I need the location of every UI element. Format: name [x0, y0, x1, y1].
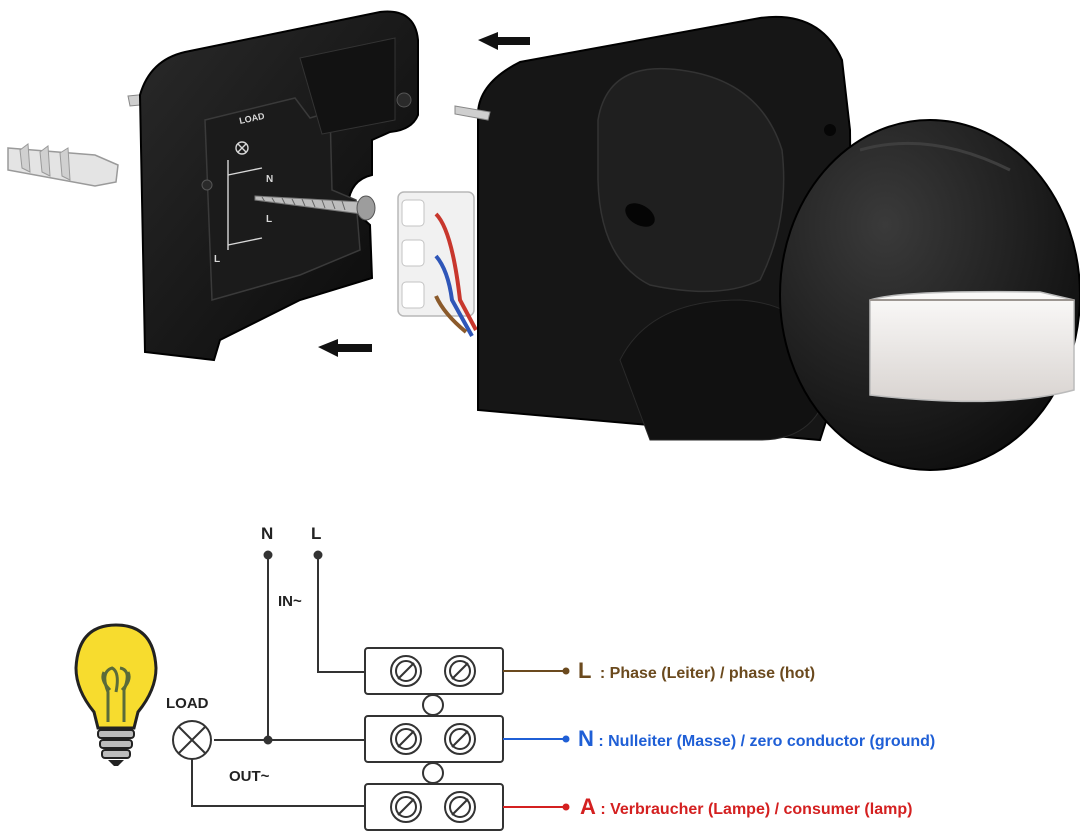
input-live-label: L — [311, 524, 321, 543]
legend-code: L — [578, 658, 591, 683]
exploded-product-view: LOAD N L L — [7, 10, 1080, 471]
arrow-left-icon — [478, 32, 530, 50]
legend-item-phase: L : Phase (Leiter) / phase (hot) — [578, 658, 815, 683]
sensor-housing — [454, 16, 854, 442]
svg-text:L: L — [214, 254, 220, 265]
output-label: OUT~ — [229, 768, 270, 785]
mounting-screw — [254, 195, 376, 221]
live-input-wire — [317, 555, 365, 673]
svg-text:L: L — [266, 214, 272, 225]
screw-terminal-icon — [444, 791, 476, 823]
arrow-left-icon — [318, 339, 372, 357]
mounting-plate: LOAD N L L — [138, 10, 419, 362]
legend-connectors — [503, 667, 570, 811]
wall-plug — [7, 143, 119, 187]
svg-text:N: N — [266, 174, 273, 185]
screw-terminal-icon — [390, 791, 422, 823]
legend-text: : Phase (Leiter) / phase (hot) — [600, 665, 815, 682]
terminal-block-diagram — [364, 647, 504, 831]
input-label: IN~ — [278, 593, 302, 610]
legend-text: : Verbraucher (Lampe) / consumer (lamp) — [600, 801, 912, 818]
screw-terminal-icon — [390, 723, 422, 755]
sensor-dome — [779, 119, 1080, 471]
input-neutral-label: N — [261, 524, 273, 543]
legend-code: A — [580, 794, 596, 819]
screw-terminal-icon — [390, 655, 422, 687]
screw-terminal-icon — [444, 655, 476, 687]
load-lamp-symbol-icon — [172, 720, 212, 760]
legend-code: N — [578, 726, 594, 751]
legend-item-load: A : Verbraucher (Lampe) / consumer (lamp… — [580, 794, 912, 819]
legend-item-neutral: N : Nulleiter (Masse) / zero conductor (… — [578, 726, 935, 751]
screw-terminal-icon — [444, 723, 476, 755]
wiring-diagram — [191, 550, 365, 807]
lightbulb-icon — [74, 623, 158, 766]
load-label: LOAD — [166, 695, 209, 712]
output-wire — [191, 758, 365, 807]
legend-text: : Nulleiter (Masse) / zero conductor (gr… — [598, 733, 935, 750]
terminal-block-part — [397, 191, 478, 337]
